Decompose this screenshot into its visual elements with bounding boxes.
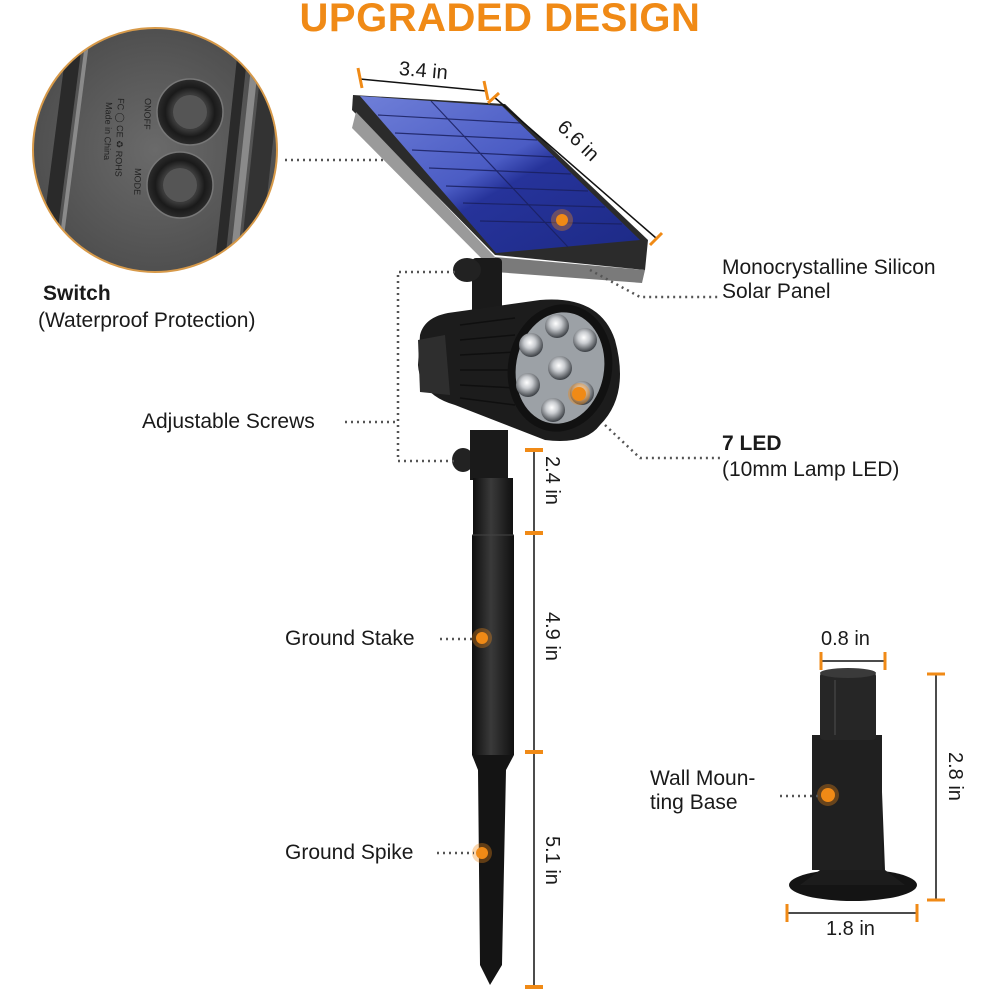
switch-title: Switch xyxy=(43,282,111,305)
solar-panel-label-line1: Monocrystalline Silicon xyxy=(722,256,936,279)
switch-inset: ONOFF MODE FC ◯ CE ♻ ROHS Made in China xyxy=(32,27,278,273)
led-marker-dot xyxy=(572,387,586,401)
svg-text:FC ◯ CE ♻ ROHS: FC ◯ CE ♻ ROHS xyxy=(112,98,126,177)
panel-dimension-lines xyxy=(356,67,664,247)
headline-title: UPGRADED DESIGN xyxy=(299,0,701,40)
spike-marker-dot xyxy=(476,847,488,859)
wall-base-label-line2: ting Base xyxy=(650,791,738,814)
led-icon xyxy=(519,333,543,357)
switch-subtitle: (Waterproof Protection) xyxy=(38,309,256,332)
base-height-dimension: 2.8 in xyxy=(944,752,966,801)
led-icon xyxy=(516,373,540,397)
ground-spike-label: Ground Spike xyxy=(285,841,414,864)
stake-dimension-lines xyxy=(525,448,543,989)
panel-width-dimension: 3.4 in xyxy=(398,58,449,85)
ground-stake xyxy=(470,430,514,755)
led-icon xyxy=(545,314,569,338)
stake-marker-dot xyxy=(476,632,488,644)
wall-mounting-base xyxy=(789,668,917,901)
svg-text:Made in China: Made in China xyxy=(102,102,114,160)
base-bottom-width-dimension: 1.8 in xyxy=(826,918,875,940)
led-callout-line xyxy=(604,424,720,460)
wall-base-label-line1: Wall Moun- xyxy=(650,767,756,790)
lamp-head xyxy=(418,299,620,441)
base-top-width-dimension: 0.8 in xyxy=(821,628,870,650)
led-array xyxy=(516,314,597,422)
mode-button-icon xyxy=(146,151,214,219)
base-dimension-lines xyxy=(785,652,945,922)
base-marker-dot xyxy=(821,788,835,802)
led-icon xyxy=(541,398,565,422)
solar-panel-marker-dot xyxy=(556,214,568,226)
led-icon xyxy=(573,328,597,352)
bracket xyxy=(452,258,502,472)
solar-panel-label-line2: Solar Panel xyxy=(722,280,831,303)
screws-bracket-line xyxy=(396,270,455,463)
svg-text:ONOFF: ONOFF xyxy=(142,98,153,130)
solar-callout-line xyxy=(589,268,720,299)
led-icon xyxy=(548,356,572,380)
led-label-line2: (10mm Lamp LED) xyxy=(722,458,900,481)
solar-panel xyxy=(352,95,648,283)
stake-dimension: 4.9 in xyxy=(541,612,563,661)
adjustable-screws-label: Adjustable Screws xyxy=(142,410,315,433)
onoff-button-icon xyxy=(156,78,224,146)
ground-spike xyxy=(472,755,514,985)
bottom-screw-knob xyxy=(452,448,474,472)
ground-stake-label: Ground Stake xyxy=(285,627,415,650)
led-label-line1: 7 LED xyxy=(722,432,782,455)
top-screw-knob xyxy=(453,258,481,282)
svg-text:MODE: MODE xyxy=(132,168,143,195)
spike-dimension: 5.1 in xyxy=(541,836,563,885)
head-to-stake-dimension: 2.4 in xyxy=(541,456,563,505)
